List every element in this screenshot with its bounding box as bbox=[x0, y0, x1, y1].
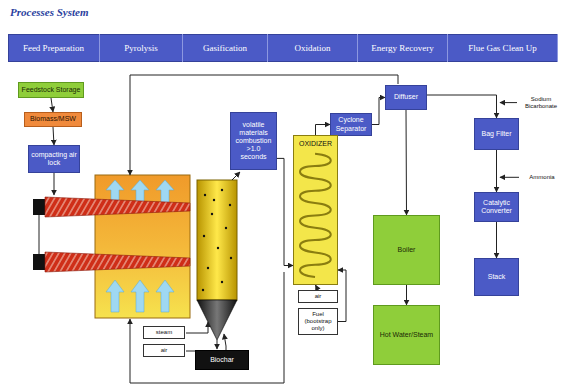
flow-connector bbox=[406, 285, 407, 305]
process-box: compacting air lock bbox=[28, 145, 80, 173]
node-text: volatile materials combustion >1.0 secon… bbox=[233, 121, 274, 161]
flow-connector bbox=[53, 127, 54, 145]
flow-connector bbox=[338, 270, 346, 322]
node-text: Feedstock Storage bbox=[22, 86, 81, 94]
oxidizer-unit: OXIDIZER bbox=[293, 135, 338, 285]
reagent-label: Ammonia bbox=[522, 174, 562, 181]
node-text: Biomass/MSW bbox=[30, 115, 76, 123]
process-box: Catalytic Converter bbox=[474, 192, 519, 222]
storage-box: Feedstock Storage bbox=[18, 82, 84, 98]
flow-connector bbox=[316, 125, 331, 136]
node-text: Oxidation bbox=[295, 43, 331, 53]
stage-heading: Feed Preparation bbox=[8, 34, 100, 62]
input-box: steam bbox=[143, 326, 185, 339]
node-text: air bbox=[315, 293, 322, 300]
flow-connector bbox=[496, 222, 497, 258]
coil-symbol bbox=[294, 136, 337, 284]
process-box: Diffuser bbox=[385, 85, 427, 110]
flow-connector bbox=[372, 98, 385, 125]
flow-connector bbox=[406, 110, 408, 215]
node-text: Diffuser bbox=[394, 93, 418, 101]
node-text: Hot Water/Steam bbox=[380, 331, 433, 339]
node-text: Boiler bbox=[398, 246, 416, 254]
process-box: Cyclone Separator bbox=[330, 113, 372, 136]
node-text: Pyrolysis bbox=[124, 43, 158, 53]
reagent-label: Sodium Bicarbonate bbox=[520, 96, 562, 109]
node-text: Biochar bbox=[210, 356, 234, 364]
stage-heading: Oxidation bbox=[268, 34, 358, 62]
process-box: Bag Filter bbox=[474, 118, 519, 150]
feed-box: Biomass/MSW bbox=[24, 112, 82, 127]
reagent-leader bbox=[500, 177, 519, 178]
reagent-leader bbox=[500, 102, 517, 103]
node-text: Catalytic Converter bbox=[477, 199, 516, 215]
input-box: air bbox=[298, 290, 338, 303]
node-text: Fuel (bootstrap only) bbox=[301, 311, 335, 332]
energy-box: Hot Water/Steam bbox=[373, 305, 440, 365]
node-text: Cyclone Separator bbox=[333, 116, 369, 132]
node-text: steam bbox=[156, 329, 172, 336]
node-text: Flue Gas Clean Up bbox=[468, 43, 537, 53]
input-box: Fuel (bootstrap only) bbox=[298, 308, 338, 335]
flow-connector bbox=[51, 98, 53, 112]
flow-connector bbox=[427, 95, 497, 118]
node-text: Feed Preparation bbox=[23, 43, 84, 53]
node-text: air bbox=[161, 347, 168, 354]
node-text: Energy Recovery bbox=[371, 43, 434, 53]
node-text: Gasification bbox=[203, 43, 247, 53]
node-text: Bag Filter bbox=[482, 130, 512, 138]
stage-heading: Energy Recovery bbox=[358, 34, 448, 62]
stage-heading: Pyrolysis bbox=[100, 34, 183, 62]
diagram-title: Processes System bbox=[10, 6, 89, 18]
node-text: OXIDIZER bbox=[299, 140, 332, 148]
energy-box: Boiler bbox=[373, 215, 440, 285]
product-box: Biochar bbox=[195, 350, 249, 370]
process-box: volatile materials combustion >1.0 secon… bbox=[230, 112, 277, 170]
stage-heading: Gasification bbox=[183, 34, 268, 62]
flow-connector bbox=[496, 150, 497, 192]
node-text: Stack bbox=[488, 273, 506, 281]
flow-connector bbox=[277, 158, 293, 265]
stage-heading: Flue Gas Clean Up bbox=[448, 34, 558, 62]
input-box: air bbox=[143, 344, 185, 357]
node-text: compacting air lock bbox=[31, 151, 77, 167]
process-box: Stack bbox=[474, 258, 519, 296]
